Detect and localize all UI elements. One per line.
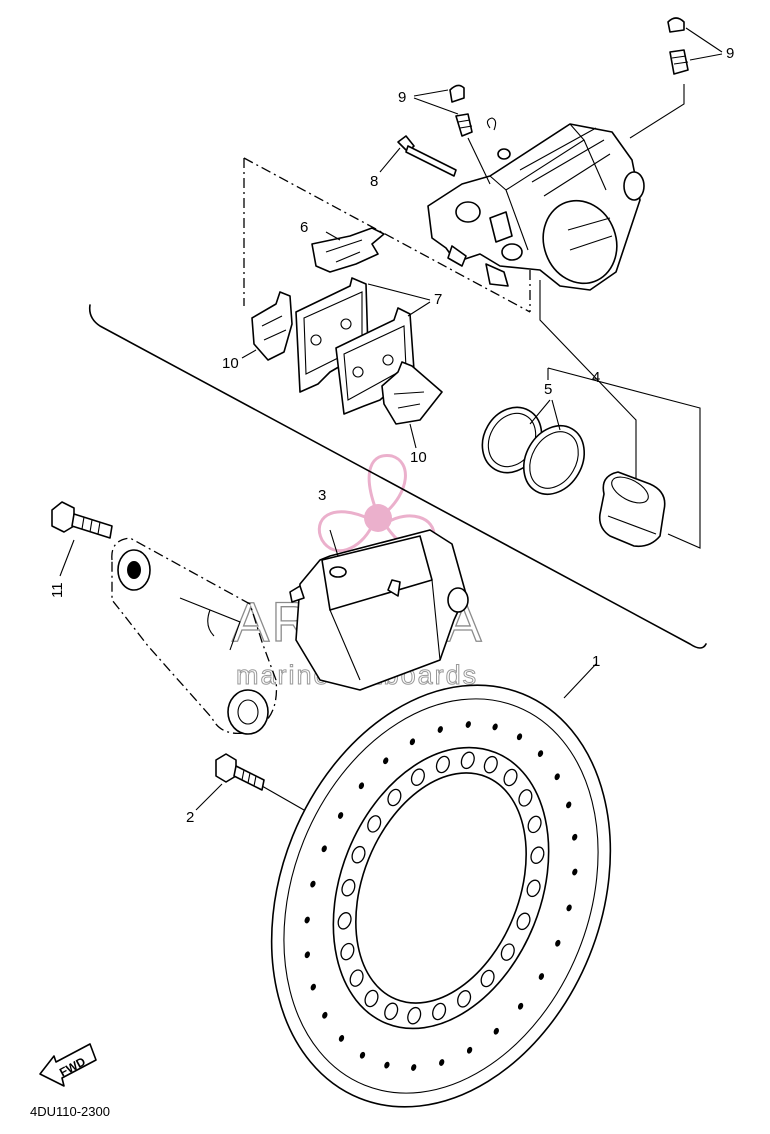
disc-hole <box>340 942 355 961</box>
disc-hole <box>572 833 578 841</box>
disc-hole <box>538 973 545 980</box>
disc-hole <box>526 879 541 898</box>
disc-hole <box>554 773 560 781</box>
disc-hole <box>364 989 379 1008</box>
callout-10-left: 10 <box>222 355 239 372</box>
disc-hole <box>383 757 389 765</box>
callout-3: 3 <box>318 487 326 504</box>
disc-hole <box>457 990 472 1008</box>
pad-pin <box>397 135 457 177</box>
disc-hole <box>337 912 352 930</box>
callout-9-left: 9 <box>398 89 406 106</box>
disc-hole <box>483 755 498 774</box>
callout-6: 6 <box>300 219 308 236</box>
disc-hole <box>409 738 416 746</box>
disc-hole <box>304 951 310 959</box>
pad-shim-right <box>381 361 443 449</box>
disc-hole <box>384 1061 390 1069</box>
disc-hole <box>341 878 356 897</box>
disc-hole <box>517 1002 524 1010</box>
disc-hole <box>518 789 533 807</box>
disc-hole <box>503 768 518 787</box>
disc-hole <box>384 1002 399 1021</box>
bracket-bolt <box>51 501 113 577</box>
disc-mount-holes <box>337 751 545 1025</box>
disc-hole <box>516 912 531 931</box>
disc-drilled-holes <box>304 721 578 1071</box>
bleed-screw-left <box>449 84 491 185</box>
disc-hole <box>465 721 471 728</box>
disc-hole <box>572 868 578 876</box>
callout-11: 11 <box>49 582 66 598</box>
disc-hole <box>337 812 344 819</box>
disc-hole <box>310 880 316 888</box>
callout-10-right: 10 <box>410 449 427 466</box>
upper-caliper-body <box>427 123 645 291</box>
disc-hole <box>537 750 544 757</box>
disc-hole <box>500 943 515 961</box>
disc-hole <box>555 939 561 947</box>
pad-shim-left <box>241 291 293 361</box>
disc-hole <box>566 801 572 809</box>
disc-hole <box>493 1027 499 1035</box>
disc-hole <box>349 969 364 987</box>
forward-direction-arrow: FWD <box>39 1043 97 1087</box>
disc-hole <box>351 845 366 864</box>
callout-8: 8 <box>370 173 378 190</box>
disc-hole <box>466 1046 473 1054</box>
disc-hole <box>432 1002 447 1021</box>
pad-spring <box>311 227 385 273</box>
disc-hole <box>411 1064 417 1071</box>
disc-hole <box>410 768 425 786</box>
disc-hole <box>527 815 542 834</box>
disc-hole <box>321 845 327 853</box>
disc-hole <box>304 916 310 924</box>
callout-2: 2 <box>186 809 194 826</box>
callout-7: 7 <box>434 291 442 308</box>
caliper-bracket <box>111 537 278 735</box>
disc-hole <box>367 815 382 833</box>
diagram-code: 4DU110-2300 <box>30 1104 110 1119</box>
disc-hole <box>516 733 523 741</box>
disc-hole <box>359 1051 366 1059</box>
disc-hole <box>322 1011 328 1019</box>
disc-bolt <box>215 753 265 791</box>
assembly-group-lines <box>88 84 707 819</box>
bleed-screw-right <box>667 17 689 75</box>
disc-hole <box>407 1006 422 1025</box>
disc-hole <box>310 983 316 991</box>
disc-hole <box>358 782 365 790</box>
disc-hole <box>437 726 443 733</box>
disc-hole <box>460 751 475 770</box>
disc-hole <box>435 755 450 774</box>
disc-hole <box>387 788 402 807</box>
disc-hole <box>492 723 498 731</box>
small-clip <box>486 117 511 160</box>
callout-4: 4 <box>592 369 600 386</box>
part-callouts: 1 2 3 4 5 6 7 8 9 9 10 10 11 <box>49 27 734 826</box>
disc-hole <box>480 969 495 988</box>
callout-1: 1 <box>592 653 600 670</box>
disc-hole <box>338 1035 345 1042</box>
lower-caliper-body <box>289 529 469 691</box>
disc-hole <box>530 846 545 864</box>
disc-hole <box>439 1059 445 1066</box>
brake-disc <box>270 684 612 1108</box>
piston-seal-inner <box>523 425 585 495</box>
disc-hole <box>566 904 572 912</box>
caliper-piston <box>598 471 666 548</box>
callout-5: 5 <box>544 381 552 398</box>
callout-9-right: 9 <box>726 45 734 62</box>
